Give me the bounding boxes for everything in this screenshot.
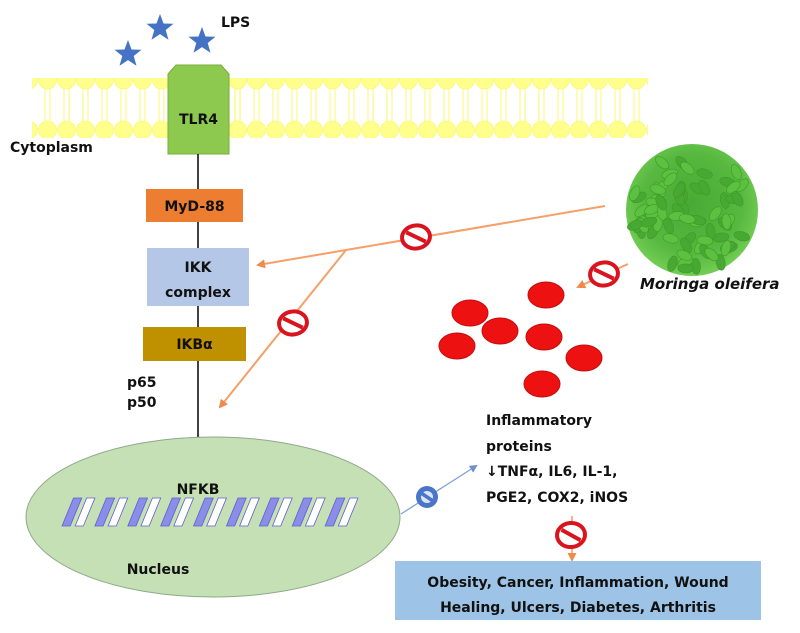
leaflet [673,182,686,198]
leaflet [629,185,641,202]
leaflet [680,161,695,175]
dna-strand [206,497,228,527]
cytokine-dot [527,281,565,309]
dna-strand [192,497,214,527]
inflammatory-line3: ↓TNFα, IL6, IL-1, [486,464,617,480]
leaflet [655,156,670,170]
dna-strand [140,497,162,527]
ikk-label-line1: IKK [185,260,213,276]
dna-strand [258,497,280,527]
cytokine-dot [523,370,561,398]
leaflet [663,217,674,234]
leaflet [733,231,750,242]
dna-strand [94,497,116,527]
tlr4-receptor [167,64,230,155]
leaflet [676,249,693,261]
cytokine-dot [525,323,563,351]
leaflet [677,263,695,274]
diseases-box [395,561,761,620]
cytokine-dot [565,344,603,372]
dna-strand [160,497,181,527]
dna-strand [173,497,195,527]
leaflet [640,216,658,228]
no-symbol-icon [588,260,620,288]
dna-strand [324,497,346,527]
leaflet [649,184,666,195]
tlr4-label: TLR4 [179,112,218,128]
myd88-box [146,189,243,222]
dna-strand [74,497,96,527]
leaflet [667,255,678,272]
leaflet [679,213,696,224]
diseases-line1: Obesity, Cancer, Inflammation, Wound [427,575,728,591]
star-icon [146,14,174,40]
leaflet [704,247,719,262]
dna-helix-icon [61,497,359,527]
leaflet [680,237,693,253]
dna-strand [304,497,326,527]
star-icon [188,27,216,53]
no-symbol-icon [416,486,438,508]
leaflet [698,180,710,196]
cytoplasm-label: Cytoplasm [10,140,93,156]
myd88-label: MyD-88 [164,199,224,215]
dna-strand [291,497,313,527]
ikk-complex-box [147,248,249,306]
nfkb-label: NFKB [177,482,220,498]
ikk-label-line2: complex [165,285,231,301]
dna-strand [271,497,293,527]
nucleus-label: Nucleus [127,562,190,578]
leaflet [720,240,732,257]
dna-strand [337,497,359,527]
cytokine-dot [481,317,519,345]
inflammatory-line1: Inflammatory [486,413,592,429]
dna-strand [127,497,149,527]
leaflet [726,180,741,194]
leaflet [708,206,722,221]
leaflet [731,191,744,207]
p65-label: p65 [127,375,157,391]
cytokine-dots [438,281,603,398]
diseases-line2: Healing, Ulcers, Diabetes, Arthritis [440,600,716,616]
p50-label: p50 [127,395,157,411]
nucleus-to-proteins-arrow [400,464,478,515]
star-icon [114,40,142,66]
cytokine-dot [438,332,476,360]
moringa-label: Moringa oleifera [640,275,780,293]
dna-strand [239,497,260,527]
lps-label: LPS [221,15,250,31]
leaflet [721,213,732,230]
leaflet [663,172,678,187]
lps-stars [114,14,216,66]
ikba-box [143,327,246,361]
inflammatory-line4: PGE2, COX2, iNOS [486,490,628,506]
leaflet [696,168,713,179]
leaflet [634,204,649,218]
leaflet [662,233,679,244]
leaflet [655,195,667,211]
cytokine-dot [451,299,489,327]
dna-strand [61,497,83,527]
cell-membrane [32,78,648,138]
leaflet [730,163,742,180]
dna-strand [107,497,129,527]
no-symbol-icon [277,309,309,337]
dna-strand [225,497,247,527]
no-symbol-icon [400,223,432,251]
ikba-label: IKBα [176,337,213,353]
moringa-leaves-icon [626,144,758,276]
no-symbol-icon [555,520,587,550]
inflammatory-line2: proteins [486,439,552,455]
